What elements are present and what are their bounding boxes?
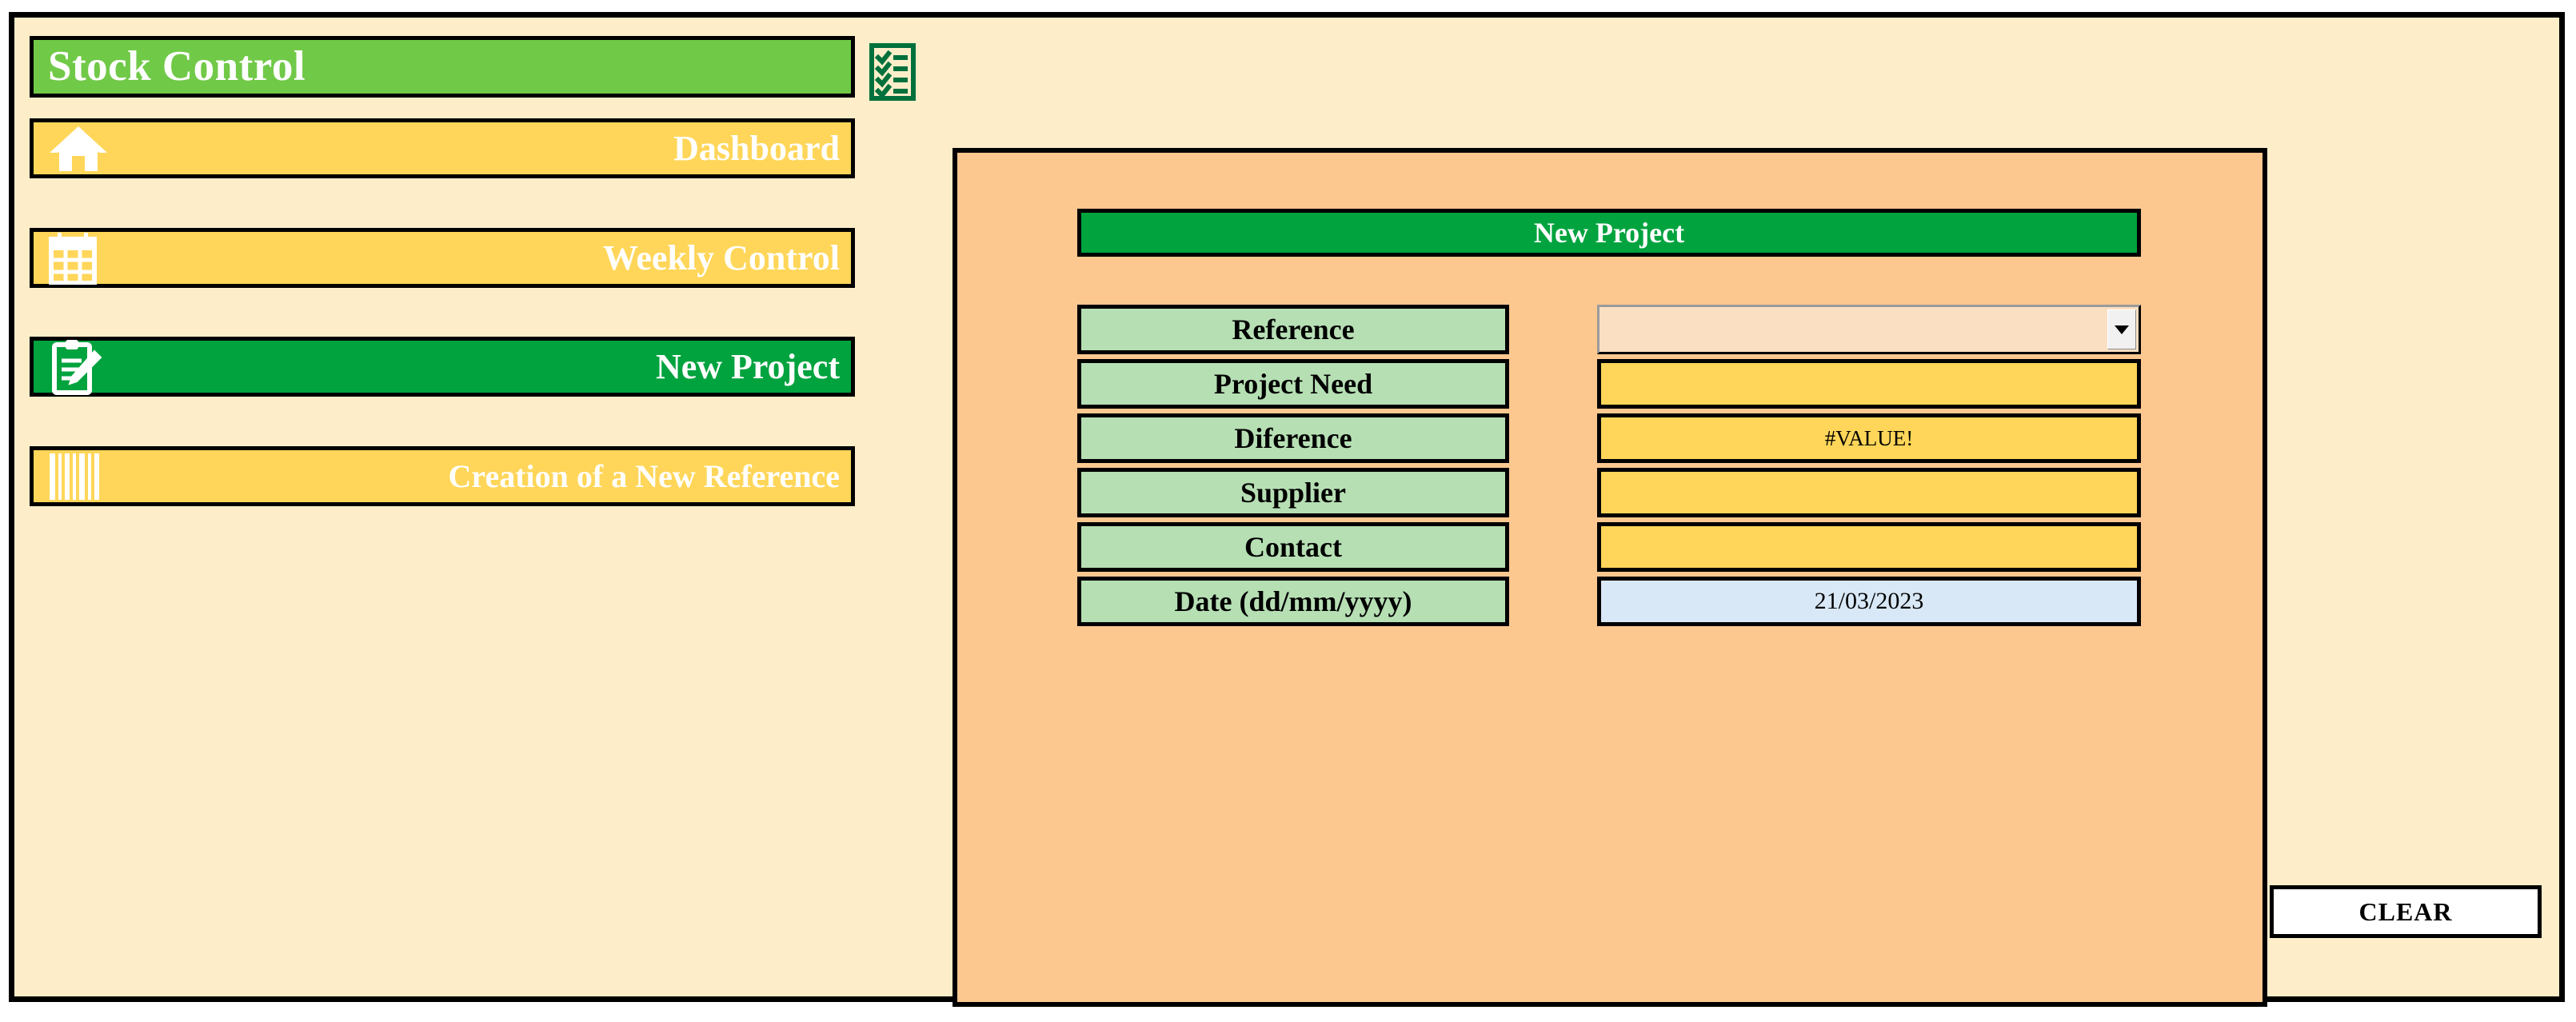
label-diference: Diference (1077, 413, 1509, 463)
label-reference: Reference (1077, 305, 1509, 354)
new-project-form-panel: New Project Reference (953, 148, 2267, 1007)
label-text: Project Need (1213, 368, 1373, 400)
diference-output: #VALUE! (1597, 413, 2141, 463)
barcode-icon (48, 451, 120, 502)
form-row-reference: Reference (957, 305, 2262, 354)
label-contact: Contact (1077, 522, 1509, 572)
form-row-supplier: Supplier (957, 468, 2262, 517)
outer-frame: Stock Control Dashboard (9, 12, 2565, 1007)
sidebar-item-weekly-control[interactable]: Weekly Control (30, 228, 855, 288)
form-row-date: Date (dd/mm/yyyy) 21/03/2023 (957, 577, 2262, 626)
clear-button[interactable]: CLEAR (2270, 885, 2542, 938)
panel-header: New Project (1077, 209, 2141, 257)
label-text: Date (dd/mm/yyyy) (1174, 585, 1412, 617)
project-need-input[interactable] (1597, 359, 2141, 409)
home-icon (48, 123, 120, 174)
sidebar-item-label: Creation of a New Reference (448, 457, 840, 494)
app-title-banner: Stock Control (30, 36, 855, 98)
label-project-need: Project Need (1077, 359, 1509, 409)
label-text: Reference (1232, 313, 1355, 345)
date-input[interactable]: 21/03/2023 (1597, 577, 2141, 626)
sidebar-item-label: Dashboard (673, 128, 840, 168)
reference-dropdown[interactable] (1597, 305, 2141, 354)
sidebar-item-creation-new-reference[interactable]: Creation of a New Reference (30, 446, 855, 506)
form-row-contact: Contact (957, 522, 2262, 572)
date-value: 21/03/2023 (1814, 588, 1924, 614)
clipboard-pencil-icon (48, 339, 120, 395)
sidebar-item-label: Weekly Control (602, 238, 840, 277)
label-supplier: Supplier (1077, 468, 1509, 517)
contact-input[interactable] (1597, 522, 2141, 572)
supplier-input[interactable] (1597, 468, 2141, 517)
sidebar-item-new-project[interactable]: New Project (30, 337, 855, 397)
sidebar-item-label: New Project (655, 346, 840, 386)
chevron-down-icon[interactable] (2107, 309, 2136, 349)
label-text: Contact (1244, 531, 1342, 563)
sidebar: Stock Control Dashboard (21, 24, 893, 992)
label-text: Supplier (1240, 477, 1347, 509)
clear-button-label: CLEAR (2358, 897, 2453, 926)
diference-value: #VALUE! (1824, 425, 1914, 450)
page-title: Stock Control (48, 43, 306, 90)
panel-header-label: New Project (1533, 217, 1685, 249)
form-row-project-need: Project Need (957, 359, 2262, 409)
form-row-diference: Diference #VALUE! (957, 413, 2262, 463)
checklist-icon (869, 43, 916, 101)
reference-input[interactable] (1602, 309, 2107, 349)
label-date: Date (dd/mm/yyyy) (1077, 577, 1509, 626)
calendar-icon (48, 232, 120, 285)
sidebar-item-dashboard[interactable]: Dashboard (30, 118, 855, 178)
label-text: Diference (1234, 422, 1352, 454)
caret-shape (2115, 325, 2129, 334)
